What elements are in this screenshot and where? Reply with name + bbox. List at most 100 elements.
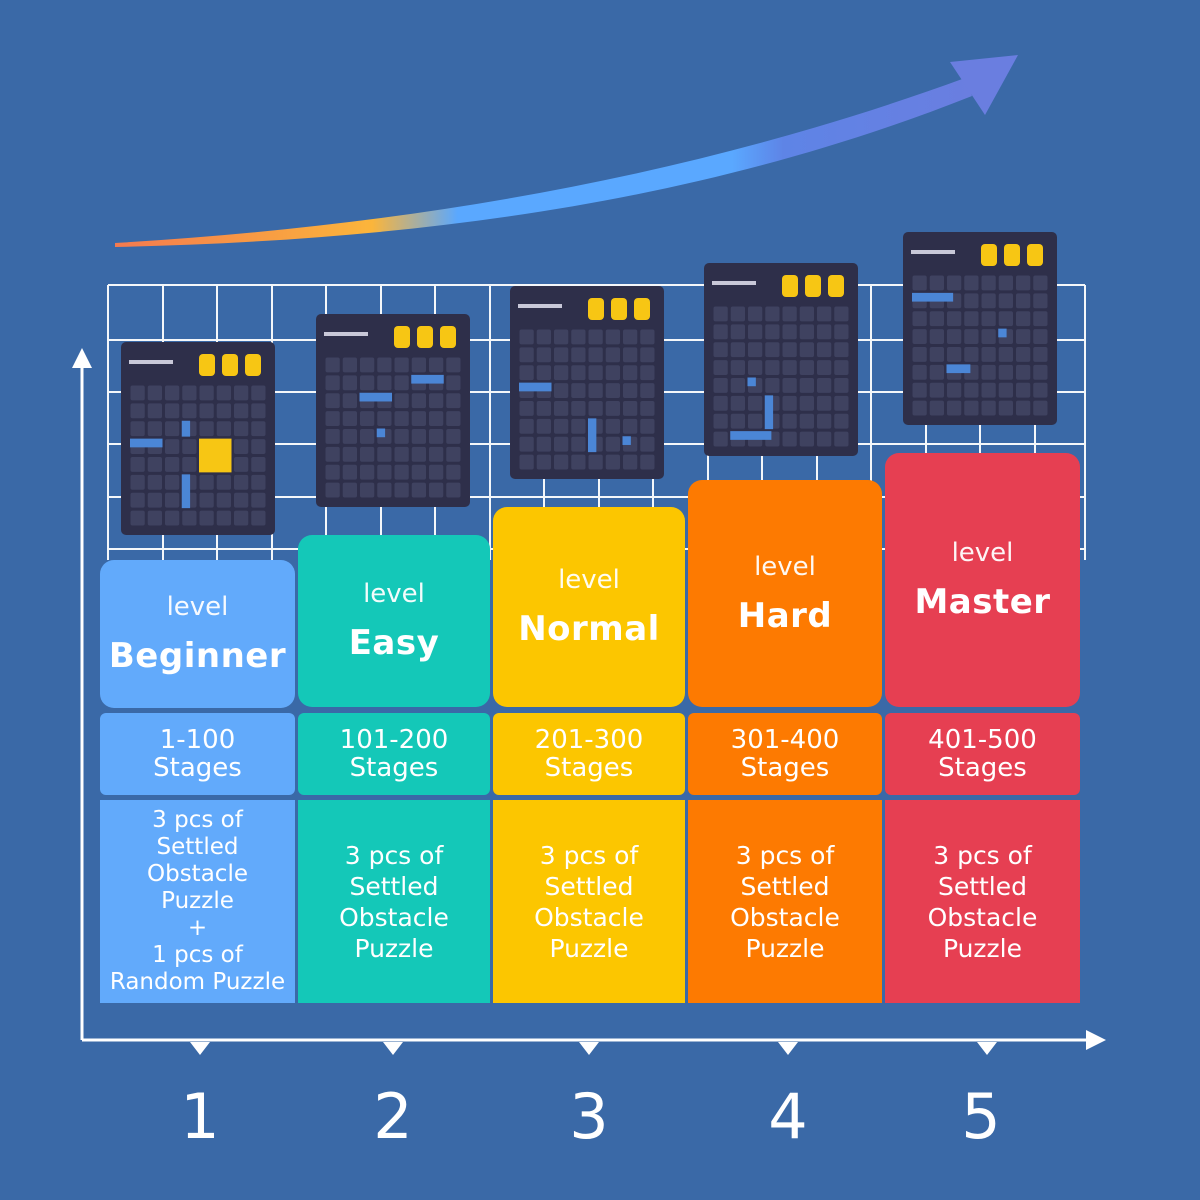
device-cell	[446, 393, 461, 409]
device-cell	[199, 492, 214, 508]
device-cell	[571, 347, 586, 363]
puzzle-devices	[121, 232, 1057, 535]
device-cell	[360, 446, 375, 462]
device-cell	[360, 411, 375, 426]
device-yellow-button	[394, 326, 410, 348]
device-cell	[730, 324, 745, 340]
device-cell	[360, 429, 375, 444]
device-cell	[411, 464, 426, 480]
device-cell	[394, 357, 409, 373]
device-cell	[730, 306, 745, 322]
device-cell	[605, 401, 620, 416]
device-cell	[605, 436, 620, 452]
device-cell	[342, 446, 357, 462]
device-cell	[554, 436, 569, 452]
device-cell	[713, 360, 728, 375]
device-cell	[588, 383, 603, 398]
level-5-description: 3 pcs of Settled Obstacle Puzzle	[885, 800, 1080, 1003]
device-cell	[964, 275, 979, 291]
blue-puzzle-piece	[411, 374, 444, 384]
blue-puzzle-piece	[519, 382, 552, 392]
device-cell	[799, 324, 814, 340]
device-cell	[411, 393, 426, 409]
device-cell	[234, 439, 249, 454]
device-cell	[182, 439, 197, 454]
device-cell	[182, 403, 197, 419]
device-logo-mark	[712, 281, 756, 285]
puzzle-device-4	[704, 263, 858, 456]
device-yellow-button	[440, 326, 456, 348]
device-cell	[342, 393, 357, 409]
device-cell	[817, 378, 832, 393]
device-cell	[765, 342, 780, 358]
axis-number-5: 5	[961, 1080, 1001, 1153]
device-cell	[394, 411, 409, 426]
level-3-name: Normal	[518, 609, 660, 649]
puzzle-device-2	[316, 314, 470, 507]
device-cell	[342, 482, 357, 498]
device-cell	[411, 357, 426, 373]
device-cell	[799, 395, 814, 411]
device-cell	[713, 395, 728, 411]
level-1-name: Beginner	[108, 636, 287, 676]
device-cell	[251, 510, 266, 526]
puzzle-device-1	[121, 342, 275, 535]
axis-number-4: 4	[768, 1080, 808, 1153]
blue-puzzle-piece	[998, 328, 1007, 338]
device-cell	[342, 429, 357, 444]
level-4-description: 3 pcs of Settled Obstacle Puzzle	[688, 800, 882, 1003]
device-cell	[519, 329, 534, 345]
device-cell	[799, 306, 814, 322]
device-cell	[1033, 382, 1048, 398]
device-cell	[782, 431, 797, 447]
blue-puzzle-piece	[130, 438, 163, 448]
device-cell	[1016, 364, 1031, 380]
puzzle-device-3	[510, 286, 664, 479]
device-cell	[446, 464, 461, 480]
device-cell	[964, 400, 979, 416]
device-cell	[216, 492, 231, 508]
device-cell	[360, 375, 375, 391]
device-cell	[360, 464, 375, 480]
device-cell	[834, 360, 849, 375]
level-4-name: Hard	[737, 595, 833, 636]
device-yellow-button	[981, 244, 997, 266]
device-cell	[536, 347, 551, 363]
device-cell	[199, 474, 214, 490]
device-yellow-button	[611, 298, 627, 320]
device-cell	[912, 400, 927, 416]
device-cell	[234, 403, 249, 419]
device-cell	[429, 464, 444, 480]
device-cell	[799, 342, 814, 358]
device-cell	[834, 395, 849, 411]
device-cell	[165, 403, 180, 419]
device-cell	[216, 510, 231, 526]
level-1-description: 3 pcs of Settled Obstacle Puzzle + 1 pcs…	[100, 800, 295, 1003]
device-cell	[834, 306, 849, 322]
device-cell	[947, 400, 962, 416]
device-yellow-button	[1004, 244, 1020, 266]
blue-puzzle-piece	[912, 292, 954, 302]
device-cell	[748, 306, 763, 322]
device-cell	[623, 401, 638, 416]
device-yellow-button	[417, 326, 433, 348]
device-cell	[1016, 329, 1031, 344]
device-cell	[536, 418, 551, 434]
device-yellow-button	[805, 275, 821, 297]
device-cell	[623, 383, 638, 398]
device-cell	[251, 421, 266, 437]
device-cell	[817, 413, 832, 429]
device-cell	[817, 342, 832, 358]
device-cell	[782, 413, 797, 429]
device-logo-mark	[324, 332, 368, 336]
device-cell	[571, 365, 586, 381]
level-5-name: Master	[914, 582, 1051, 622]
device-cell	[377, 411, 392, 426]
device-cell	[730, 342, 745, 358]
device-cell	[519, 347, 534, 363]
device-cell	[377, 446, 392, 462]
device-cell	[165, 457, 180, 472]
device-cell	[130, 403, 145, 419]
device-cell	[251, 474, 266, 490]
